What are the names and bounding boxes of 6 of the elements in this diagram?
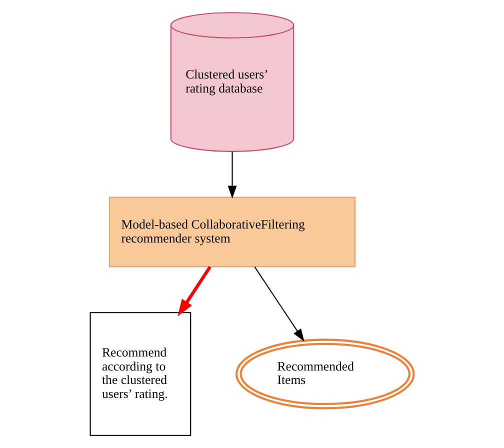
node-ellipse: Recommended Items	[235, 338, 415, 410]
node-box: Model-based CollaborativeFiltering recommender system	[108, 196, 356, 268]
arrow	[228, 152, 237, 199]
arrow	[254, 266, 304, 342]
node-box: Recommend according to the clustered users’ rating.	[90, 312, 192, 436]
arrow	[178, 266, 212, 316]
